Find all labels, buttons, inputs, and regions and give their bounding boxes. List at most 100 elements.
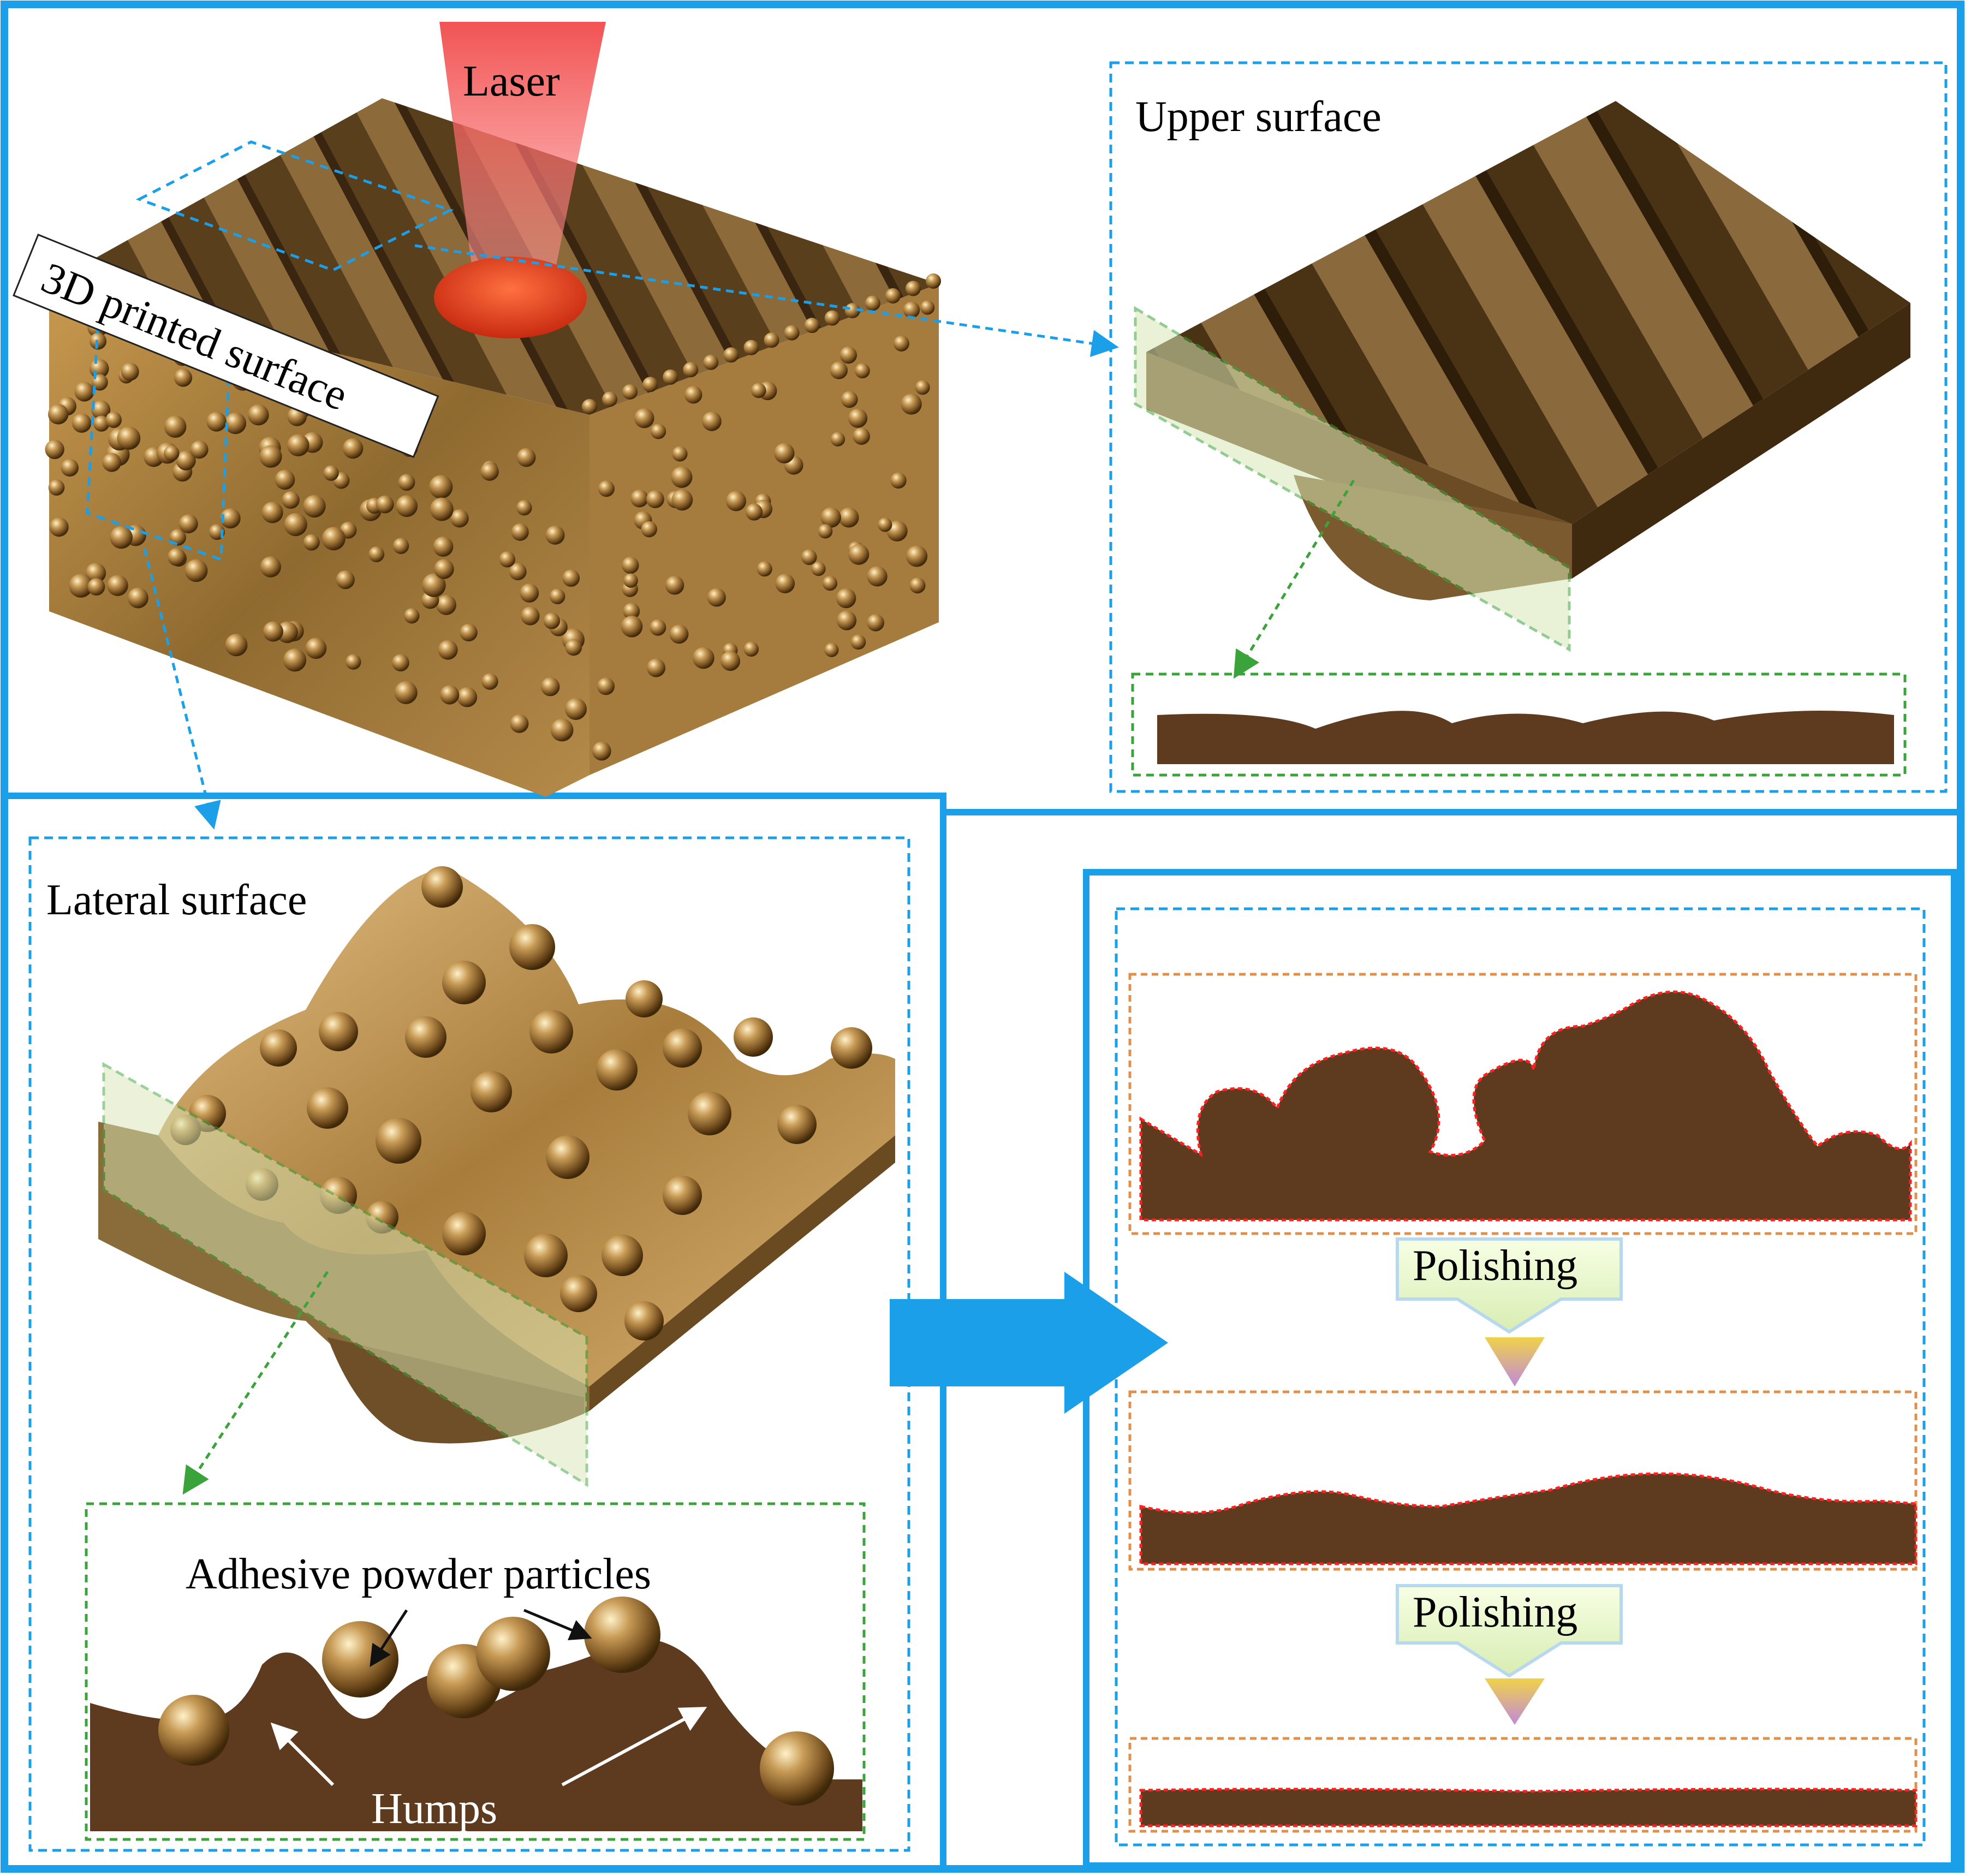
powder-particle <box>545 525 565 545</box>
powder-particle <box>650 424 666 439</box>
powder-particle <box>549 588 565 605</box>
powder-particle <box>303 495 326 518</box>
powder-particle <box>392 538 409 554</box>
powder-particle <box>671 489 693 511</box>
powder-particle <box>848 408 868 428</box>
powder-particle <box>307 1087 348 1129</box>
powder-particle <box>392 654 409 672</box>
powder-particle <box>224 412 247 434</box>
powder-particle <box>405 1016 446 1058</box>
polishing-box-1 <box>1396 1237 1623 1334</box>
lateral-green-guide-arrow <box>182 1271 329 1495</box>
polishing-panel: Polishing Polishing <box>1115 907 1926 1847</box>
powder-particle <box>926 273 941 289</box>
powder-particle <box>848 544 870 565</box>
polishing-box-2 <box>1396 1584 1623 1678</box>
powder-particle <box>920 300 935 315</box>
powder-particle <box>621 615 643 638</box>
powder-particle <box>890 472 907 489</box>
powder-particle <box>565 639 582 656</box>
powder-particle <box>117 426 141 450</box>
powder-particle <box>906 545 928 567</box>
printed-surface-label-bg <box>13 234 439 458</box>
powder-particle <box>751 383 766 398</box>
powder-particle <box>626 980 663 1017</box>
powder-particle <box>520 583 539 603</box>
humps-arrow-right <box>561 1707 707 1786</box>
powder-particle <box>164 415 187 438</box>
powder-particle <box>764 332 779 348</box>
powder-particle <box>663 369 678 385</box>
powder-particle <box>837 610 857 630</box>
powder-particle <box>74 382 94 402</box>
powder-particle <box>305 638 327 659</box>
powder-particle <box>48 479 65 496</box>
powder-particle <box>634 408 654 428</box>
powder-particle <box>206 412 227 432</box>
top-selection-box <box>135 140 454 272</box>
powder-particle <box>811 562 826 576</box>
upper-profile-box <box>1131 672 1907 777</box>
powder-particle <box>394 681 418 704</box>
powder-particle <box>820 507 841 528</box>
powder-particle <box>836 588 856 609</box>
powder-particle <box>509 563 527 581</box>
powder-particle <box>844 303 860 319</box>
powder-particle <box>597 677 615 695</box>
powder-particle <box>878 517 892 532</box>
upper-profile <box>1157 711 1894 764</box>
powder-particle <box>775 574 795 593</box>
powder-particle <box>647 658 666 677</box>
powder-particle <box>723 347 739 363</box>
powder-particle <box>830 361 848 379</box>
powder-particle <box>69 574 93 598</box>
process-arrow-icon <box>890 1272 1168 1414</box>
powder-particle <box>368 546 385 562</box>
powder-particle <box>663 1176 702 1215</box>
powder-particle <box>85 563 106 583</box>
powder-particle <box>692 647 714 669</box>
powder-particle <box>178 514 198 534</box>
adhesive-particle <box>760 1731 834 1806</box>
powder-particle <box>743 641 759 657</box>
powder-particle <box>734 1017 773 1057</box>
powder-particle <box>259 445 282 468</box>
powder-particle <box>323 465 339 481</box>
powder-particle <box>684 386 702 404</box>
polishing-label-2: Polishing <box>1413 1588 1577 1636</box>
powder-particle <box>440 685 460 705</box>
powder-particle <box>839 346 858 364</box>
powder-particle <box>774 443 795 463</box>
upper-panel-frame <box>4 793 1961 815</box>
powder-particle <box>855 363 870 379</box>
laser-beam-cone <box>439 22 606 289</box>
powder-particle <box>516 448 536 467</box>
powder-particle <box>457 687 478 707</box>
powder-particle <box>49 517 69 537</box>
powder-particle <box>524 1234 568 1277</box>
powder-particle <box>831 1027 872 1069</box>
powder-particle <box>376 1118 421 1164</box>
powder-particle <box>867 566 888 587</box>
powder-particle <box>509 924 555 970</box>
powder-particle <box>450 509 469 528</box>
powder-particle <box>110 526 133 549</box>
powder-particle <box>725 491 747 511</box>
upper-panel-dashed-box <box>1109 61 1948 793</box>
powder-particle <box>688 1092 731 1135</box>
powder-particle <box>546 1135 590 1179</box>
powder-particle <box>550 718 574 742</box>
powder-particle <box>630 489 648 508</box>
powder-particle <box>61 458 79 477</box>
powder-particle <box>471 1071 512 1112</box>
powder-particle <box>48 404 69 425</box>
powder-particle <box>560 1275 597 1312</box>
laser-label: Laser <box>463 57 560 105</box>
powder-particle <box>422 573 446 597</box>
powder-particle <box>91 400 111 420</box>
powder-particle <box>396 495 418 517</box>
powder-particle <box>683 362 699 378</box>
powder-particle <box>107 575 128 597</box>
upper-green-guide-arrow <box>1233 479 1355 679</box>
powder-particle <box>421 866 463 908</box>
